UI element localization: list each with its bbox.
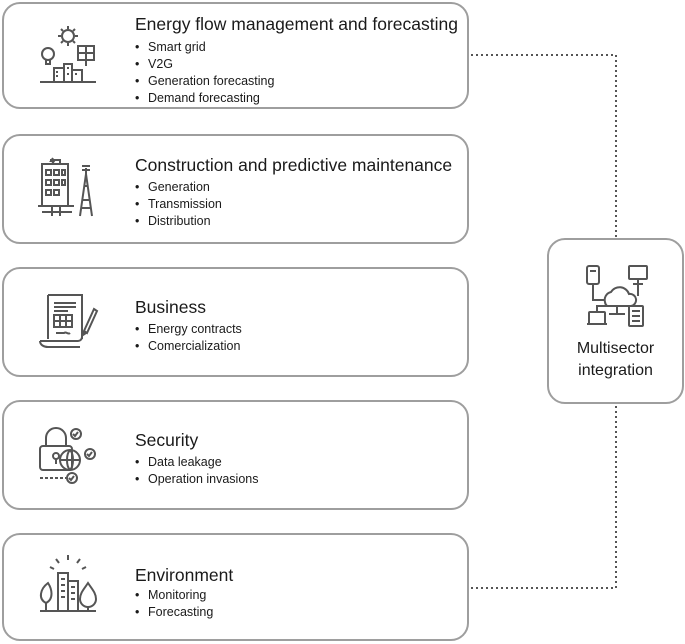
hub-label: Multisector integration (549, 338, 682, 382)
list-item: Distribution (135, 213, 222, 230)
power-plant-tower-icon (36, 156, 100, 220)
card-security: Security Data leakage Operation invasion… (2, 400, 469, 510)
list-item: V2G (135, 56, 274, 73)
security-lock-globe-icon (36, 422, 100, 486)
card-title: Construction and predictive maintenance (135, 155, 453, 175)
hub-label-line1: Multisector (576, 340, 655, 357)
card-title: Environment (135, 565, 234, 585)
hub-label-line2: integration (578, 362, 653, 379)
list-item: Generation forecasting (135, 73, 274, 90)
card-list: Energy contracts Comercialization (135, 321, 242, 355)
list-item: Smart grid (135, 39, 274, 56)
list-item: Transmission (135, 196, 222, 213)
list-item: Demand forecasting (135, 90, 274, 107)
list-item: Operation invasions (135, 471, 258, 488)
card-energy-flow: Energy flow management and forecasting S… (2, 2, 469, 109)
card-list: Monitoring Forecasting (135, 587, 213, 621)
card-list: Generation Transmission Distribution (135, 179, 222, 230)
connector-top (471, 54, 617, 238)
card-environment: Environment Monitoring Forecasting (2, 533, 469, 641)
contract-document-icon (36, 289, 100, 353)
list-item: Monitoring (135, 587, 213, 604)
smart-city-solar-icon (36, 24, 100, 88)
network-cloud-icon (583, 262, 651, 330)
card-list: Smart grid V2G Generation forecasting De… (135, 39, 274, 107)
list-item: Energy contracts (135, 321, 242, 338)
connector-bottom (471, 404, 617, 589)
card-title: Energy flow management and forecasting (135, 14, 458, 34)
list-item: Data leakage (135, 454, 258, 471)
card-title: Business (135, 297, 207, 317)
list-item: Forecasting (135, 604, 213, 621)
card-title: Security (135, 430, 199, 450)
environment-city-leaf-icon (36, 553, 100, 617)
card-business: Business Energy contracts Comercializati… (2, 267, 469, 377)
card-list: Data leakage Operation invasions (135, 454, 258, 488)
card-construction: Construction and predictive maintenance … (2, 134, 469, 244)
list-item: Generation (135, 179, 222, 196)
multisector-integration-box: Multisector integration (547, 238, 684, 404)
list-item: Comercialization (135, 338, 242, 355)
